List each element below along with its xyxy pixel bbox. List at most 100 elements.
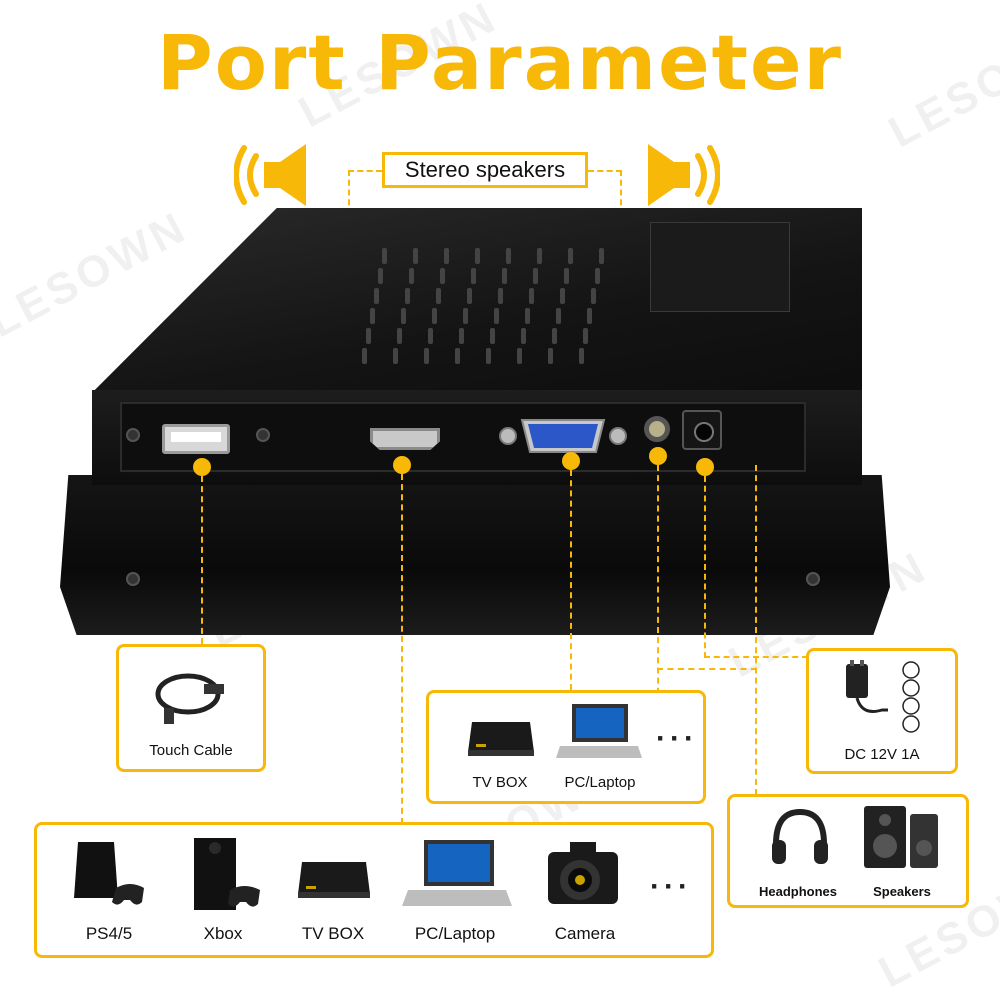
vent-slot (378, 268, 383, 284)
xbox-caption: Xbox (203, 924, 243, 943)
audio-connector-line (657, 465, 757, 795)
vent-slot (564, 268, 569, 284)
vent-slot (517, 348, 522, 364)
audio-connector-elbow (657, 668, 757, 670)
vent-slot (428, 328, 433, 344)
tv-box-icon (468, 722, 534, 756)
audio-dot (649, 447, 667, 465)
dc-dot (696, 458, 714, 476)
usb-dot (193, 458, 211, 476)
speaker-right-icon (648, 144, 720, 206)
vent-slot (405, 288, 410, 304)
plug-type-icons (902, 661, 920, 733)
ps-caption: PS4/5 (85, 924, 133, 943)
more-devices-indicator: ··· (656, 722, 698, 755)
vent-slot (459, 328, 464, 344)
vent-slot (525, 308, 530, 324)
vent-slot (494, 308, 499, 324)
vga-connector-line (570, 470, 572, 690)
xbox-icon (194, 838, 260, 910)
speakers-caption: Speakers (873, 884, 931, 899)
touch-cable-box (116, 644, 266, 772)
vent-slot (393, 348, 398, 364)
vent-slot (502, 268, 507, 284)
vga-dot (562, 452, 580, 470)
vent-slot (591, 288, 596, 304)
vent-slot (490, 328, 495, 344)
vga-port (499, 419, 627, 453)
vent-slot (397, 328, 402, 344)
device-bezel (60, 475, 890, 635)
laptop-caption-2: PC/Laptop (414, 924, 496, 943)
camera-icon (548, 842, 618, 904)
hdmi-connector-line (401, 474, 403, 824)
vent-slot (587, 308, 592, 324)
headphones-icon (772, 808, 828, 864)
speakers-icon (864, 806, 938, 868)
vent-slot (579, 348, 584, 364)
vent-slot (521, 328, 526, 344)
usb-connector-line (201, 476, 203, 644)
hdmi-port (370, 428, 440, 450)
tv-box-caption: TV BOX (472, 774, 528, 791)
vent-slot (455, 348, 460, 364)
vent-slot (595, 268, 600, 284)
usb-port (162, 424, 230, 454)
vent-slot (362, 348, 367, 364)
vent-slot (382, 248, 387, 264)
laptop-icon (556, 704, 642, 758)
audio-jack (644, 416, 670, 442)
playstation-icon (74, 842, 144, 905)
vent-slot (583, 328, 588, 344)
vent-slot (432, 308, 437, 324)
vent-slot (529, 288, 534, 304)
touch-cable-caption: Touch Cable (149, 742, 233, 759)
vent-slot (498, 288, 503, 304)
dc-power-jack (682, 410, 722, 450)
vent-slot (533, 268, 538, 284)
device-label-plate (650, 222, 790, 312)
hdmi-dot (393, 456, 411, 474)
vent-slot (413, 248, 418, 264)
power-adapter-icon (846, 660, 888, 713)
vent-slot (560, 288, 565, 304)
tv-box-caption-2: TV BOX (301, 924, 365, 943)
laptop-caption: PC/Laptop (564, 774, 636, 791)
more-devices-indicator-2: ··· (650, 870, 692, 903)
dc-connector-line (704, 476, 808, 658)
vent-slot (475, 248, 480, 264)
stereo-speakers-label: Stereo speakers (382, 152, 588, 188)
vent-slot (486, 348, 491, 364)
screw (256, 428, 270, 442)
vent-slot (440, 268, 445, 284)
vent-slot (374, 288, 379, 304)
tv-box-icon-2 (298, 862, 370, 898)
page-title: Port Parameter (157, 18, 843, 107)
screw (806, 572, 820, 586)
speaker-connector-right (588, 170, 622, 215)
vent-slot (548, 348, 553, 364)
vent-slot (463, 308, 468, 324)
vent-slot (366, 328, 371, 344)
vent-slot (537, 248, 542, 264)
speaker-left-icon (234, 144, 306, 206)
vent-slot (436, 288, 441, 304)
speaker-connector-left (348, 170, 382, 215)
headphones-caption: Headphones (758, 884, 837, 899)
camera-caption: Camera (554, 924, 616, 943)
vent-slot (568, 248, 573, 264)
vent-slot (409, 268, 414, 284)
vent-slot (444, 248, 449, 264)
laptop-icon-2 (402, 840, 512, 906)
vent-slot (401, 308, 406, 324)
vent-slot (471, 268, 476, 284)
vent-slot (424, 348, 429, 364)
vent-slot (506, 248, 511, 264)
power-caption: DC 12V 1A (844, 746, 920, 763)
vent-slot (552, 328, 557, 344)
vent-slot (599, 248, 604, 264)
usb-cable-icon (155, 673, 224, 724)
vent-slot (467, 288, 472, 304)
vent-slot (370, 308, 375, 324)
vent-slot (556, 308, 561, 324)
